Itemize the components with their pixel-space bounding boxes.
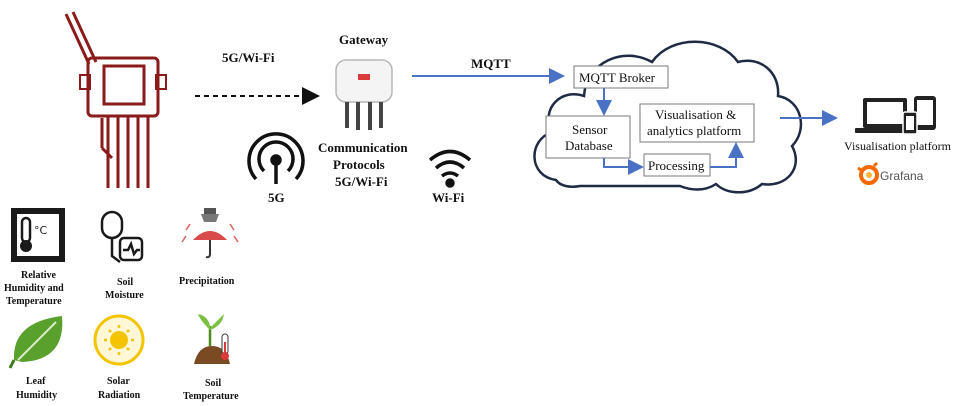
protocols-line-1: Communication <box>318 140 408 155</box>
processing-label: Processing <box>648 158 705 173</box>
protocols-line-3: 5G/Wi-Fi <box>335 174 388 189</box>
sensor-5-line-2: Radiation <box>98 390 141 401</box>
5g-label: 5G <box>268 190 285 205</box>
soil-temperature-icon <box>194 314 230 364</box>
sensor-6-line-1: Soil <box>205 378 221 389</box>
grafana-label: Grafana <box>880 169 924 183</box>
sensor-1-line-1: Relative <box>21 270 57 281</box>
precipitation-icon <box>181 208 239 259</box>
sensor-device-icon <box>64 11 167 188</box>
sensor-database-box <box>545 115 631 159</box>
leaf-icon <box>8 316 63 369</box>
sun-icon <box>93 314 145 366</box>
mqtt-label: MQTT <box>471 56 511 71</box>
db-to-processing-arrow <box>603 158 644 175</box>
sensor-3-line-1: Precipitation <box>179 276 235 287</box>
sensor-4-line-2: Humidity <box>16 390 57 401</box>
sensor-db-line-2: Database <box>565 138 613 153</box>
sensor-2-line-2: Moisture <box>105 290 144 301</box>
processing-box <box>643 153 711 177</box>
visual-line-2: analytics platform <box>647 123 741 138</box>
sensor-5-line-1: Solar <box>107 376 130 387</box>
visual-line-1: Visualisation & <box>655 107 736 122</box>
sensor-4-line-1: Leaf <box>26 376 46 387</box>
5g-antenna-icon <box>247 132 305 184</box>
soil-moisture-icon <box>100 210 144 263</box>
mqtt-broker-label: MQTT Broker <box>579 70 656 85</box>
visualisation-analytics-box <box>639 103 755 143</box>
processing-to-visual-arrow <box>710 142 744 168</box>
gateway-icon <box>335 59 393 130</box>
sensor-6-line-2: Temperature <box>183 391 239 402</box>
protocols-line-2: Protocols <box>333 157 385 172</box>
sensor-2-line-1: Soil <box>117 277 133 288</box>
sensor-db-line-1: Sensor <box>572 122 608 137</box>
device-link-label: 5G/Wi-Fi <box>222 50 275 65</box>
grafana-logo-icon <box>857 161 879 185</box>
viz-platform-label: Visualisation platform <box>844 139 952 153</box>
wifi-icon <box>428 149 472 188</box>
svg-text:°C: °C <box>34 224 48 237</box>
sensor-1-line-2: Humidity and <box>4 283 64 294</box>
thermometer-icon: °C <box>11 208 65 262</box>
gateway-title: Gateway <box>339 32 389 47</box>
devices-icon <box>855 96 936 135</box>
wifi-label: Wi-Fi <box>432 190 465 205</box>
mqtt-broker-box <box>573 65 669 89</box>
sensor-1-line-3: Temperature <box>6 296 62 307</box>
